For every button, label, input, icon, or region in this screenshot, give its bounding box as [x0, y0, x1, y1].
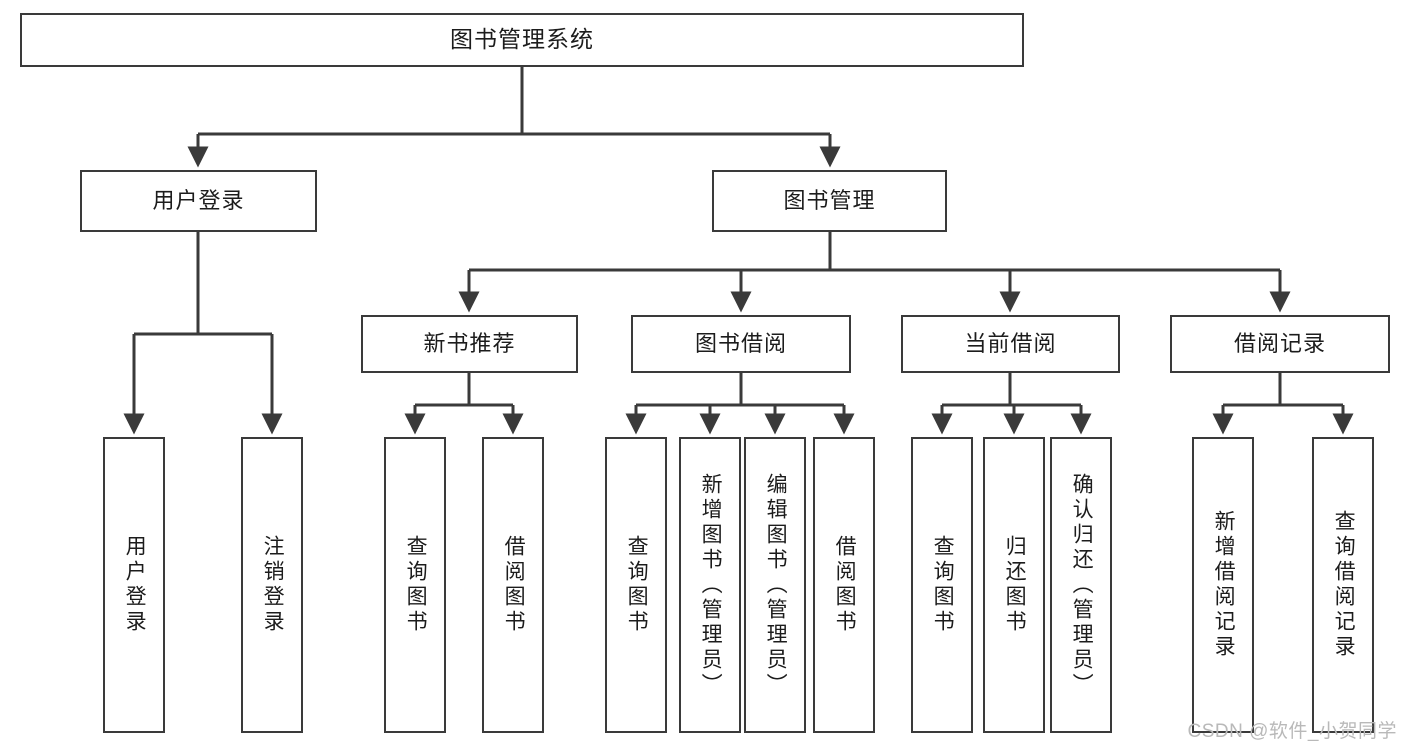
node-label: 查询图书 — [931, 535, 955, 635]
node-label: 查询图书 — [404, 535, 428, 635]
node-label: 图书管理 — [783, 187, 876, 213]
node-label: 查询图书 — [625, 535, 649, 635]
node-label: 借阅图书 — [502, 535, 526, 635]
node-leaf-confirm-return-admin[interactable]: 确认归还（管理员） — [1050, 437, 1112, 733]
node-label: 确认归还（管理员） — [1070, 472, 1094, 698]
node-label: 借阅图书 — [833, 535, 857, 635]
node-label: 注销登录 — [261, 535, 285, 635]
csdn-watermark: CSDN @软件_小贺同学 — [1187, 721, 1397, 742]
node-leaf-borrow-books[interactable]: 借阅图书 — [813, 437, 875, 733]
node-book-borrowing[interactable]: 图书借阅 — [631, 315, 851, 373]
node-root-book-management-system[interactable]: 图书管理系统 — [20, 13, 1024, 67]
node-new-book-recommend[interactable]: 新书推荐 — [361, 315, 578, 373]
node-leaf-query-borrow-record[interactable]: 查询借阅记录 — [1312, 437, 1374, 733]
node-leaf-borrow-books-new[interactable]: 借阅图书 — [482, 437, 544, 733]
node-leaf-user-login[interactable]: 用户登录 — [103, 437, 165, 733]
node-leaf-add-borrow-record[interactable]: 新增借阅记录 — [1192, 437, 1254, 733]
node-leaf-query-books-current[interactable]: 查询图书 — [911, 437, 973, 733]
node-label: 图书借阅 — [694, 330, 787, 356]
node-leaf-edit-book-admin[interactable]: 编辑图书（管理员） — [744, 437, 806, 733]
node-label: 新增借阅记录 — [1212, 510, 1236, 660]
node-label: 用户登录 — [152, 187, 245, 213]
node-leaf-logout[interactable]: 注销登录 — [241, 437, 303, 733]
node-label: 编辑图书（管理员） — [764, 472, 788, 698]
node-label: 新书推荐 — [423, 330, 516, 356]
node-label: 查询借阅记录 — [1332, 510, 1356, 660]
node-label: 借阅记录 — [1233, 330, 1326, 356]
node-leaf-add-book-admin[interactable]: 新增图书（管理员） — [679, 437, 741, 733]
node-leaf-return-books[interactable]: 归还图书 — [983, 437, 1045, 733]
node-label: 用户登录 — [123, 535, 147, 635]
node-book-management[interactable]: 图书管理 — [712, 170, 947, 232]
node-label: 归还图书 — [1003, 535, 1027, 635]
node-label: 新增图书（管理员） — [699, 472, 723, 698]
node-leaf-query-books-borrow[interactable]: 查询图书 — [605, 437, 667, 733]
node-borrow-records[interactable]: 借阅记录 — [1170, 315, 1390, 373]
node-label: 当前借阅 — [964, 330, 1057, 356]
node-current-borrowing[interactable]: 当前借阅 — [901, 315, 1120, 373]
node-user-login[interactable]: 用户登录 — [80, 170, 317, 232]
node-label: 图书管理系统 — [450, 26, 594, 53]
node-leaf-query-books-new[interactable]: 查询图书 — [384, 437, 446, 733]
